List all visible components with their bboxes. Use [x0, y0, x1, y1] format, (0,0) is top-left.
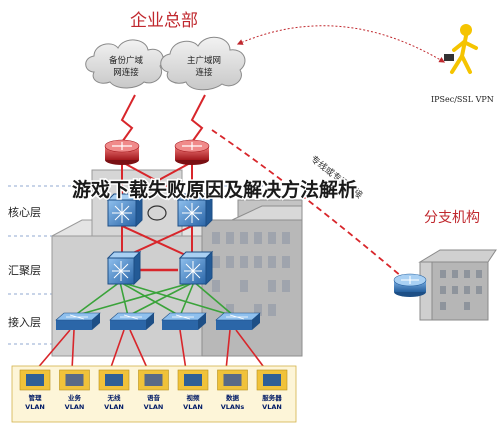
core-switch-left: [106, 192, 144, 228]
vpn-label: IPSec/SSL VPN: [431, 95, 494, 104]
access-switch-2: [109, 312, 155, 330]
vlan-device-glyph: [105, 374, 123, 386]
vlan-name: 视频: [187, 393, 201, 402]
cloud-main-line1: 主广域网: [187, 55, 221, 66]
layer-label-aggregation: 汇聚层: [8, 264, 41, 277]
vlan-name: 语音: [147, 393, 161, 402]
access-vlan-links: [35, 329, 267, 371]
branch-building: [418, 249, 497, 321]
edge-router-left: [104, 139, 140, 165]
cloud-main-line2: 连接: [195, 67, 213, 78]
vlan-device-glyph: [223, 374, 242, 386]
headquarters-title: 企业总部: [130, 11, 198, 31]
core-stack-ring: [147, 205, 167, 221]
vlan-device-glyph: [263, 374, 281, 386]
remote-user-icon: [444, 24, 478, 74]
access-switch-3: [161, 312, 207, 330]
vlan-type: VLANs: [221, 403, 245, 411]
cloud-backup-line1: 备份广域: [109, 55, 144, 66]
cloud-backup-wan: 备份广域 网连接: [85, 39, 164, 89]
vlan-device-glyph: [184, 374, 202, 386]
aggregation-switch-right: [178, 250, 214, 286]
vlan-type: VLAN: [65, 403, 85, 411]
branch-router: [393, 273, 427, 297]
vlan-device-glyph: [65, 374, 84, 386]
branch-title: 分支机构: [424, 210, 480, 226]
access-switch-1: [55, 312, 101, 330]
vlan-type: VLAN: [25, 403, 45, 411]
aggregation-access-links: [73, 281, 235, 317]
vlan-type: VLAN: [104, 403, 124, 411]
vlan-type: VLAN: [183, 403, 203, 411]
vlan-name: 管理: [29, 393, 43, 402]
vlan-type: VLAN: [144, 403, 164, 411]
cloud-backup-line2: 网连接: [113, 67, 139, 78]
vlan-name: 服务器: [262, 393, 282, 402]
vlan-name: 数据: [226, 393, 240, 402]
overlay-title: 游戏下载失败原因及解决方法解析: [72, 178, 357, 201]
vlan-panel: 管理VLAN业务VLAN无线VLAN语音VLAN视频VLAN数据VLANs服务器…: [11, 365, 297, 423]
core-switch-right: [176, 192, 214, 228]
cloud-main-wan: 主广域网 连接: [160, 36, 246, 91]
layer-label-access: 接入层: [8, 316, 41, 329]
vlan-device-glyph: [144, 374, 163, 386]
edge-router-right: [174, 139, 210, 165]
vlan-device-glyph: [26, 374, 44, 386]
vlan-type: VLAN: [262, 403, 282, 411]
vlan-name: 无线: [107, 393, 122, 402]
layer-label-core: 核心层: [8, 205, 41, 219]
wan-links: [120, 94, 206, 143]
vpn-link: [236, 25, 446, 63]
aggregation-switch-left: [106, 250, 142, 286]
vlan-name: 业务: [68, 393, 82, 402]
access-switch-4: [215, 312, 261, 330]
